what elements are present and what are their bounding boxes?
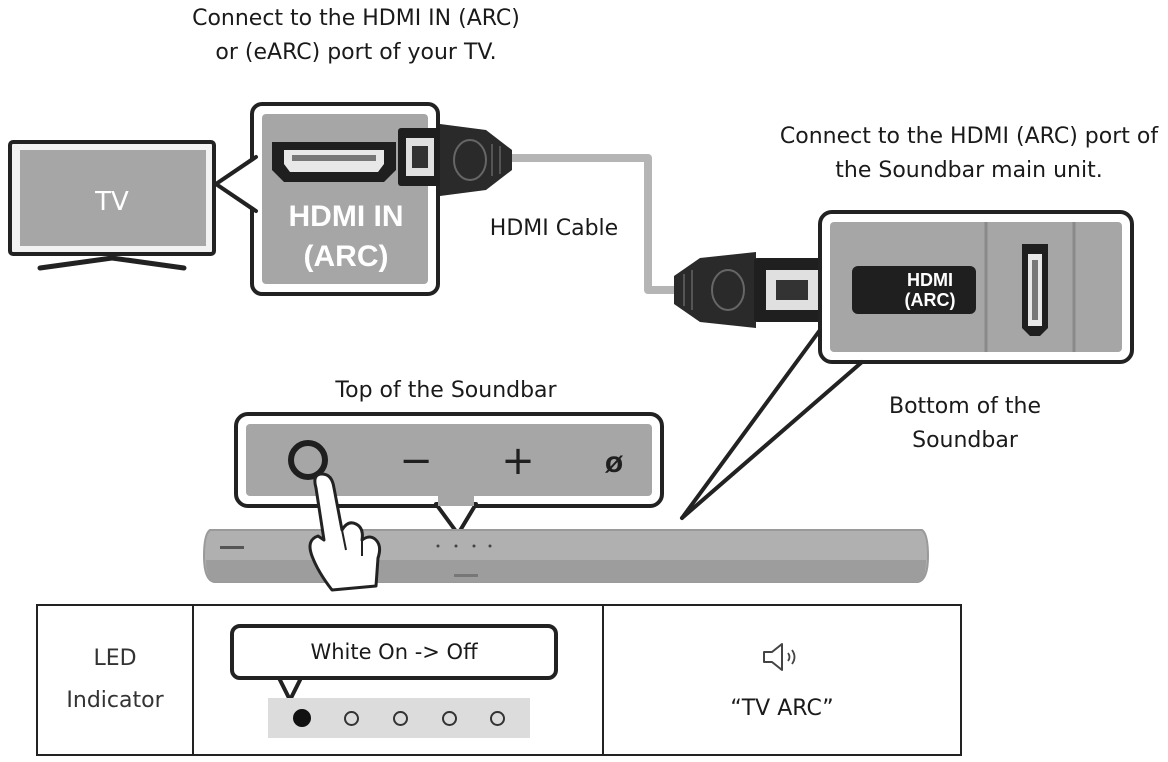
bottom-caption-line2: Soundbar: [912, 428, 1018, 453]
power-button-icon[interactable]: [288, 440, 328, 480]
hdmi-cable-caption: HDMI Cable: [476, 212, 632, 246]
tv-illustration: TV: [8, 140, 216, 271]
tv-port-caption-line1: Connect to the HDMI IN (ARC): [192, 6, 520, 31]
soundbar-port-caption-line1: Connect to the HDMI (ARC) port of: [779, 124, 1159, 149]
hdmi-plug-soundbar-icon: [674, 252, 828, 328]
soundbar-body: [202, 529, 930, 583]
led-indicator-table: LED Indicator White On -> Off “TV ARC”: [36, 604, 962, 756]
led-status-bubble: White On -> Off: [230, 624, 558, 680]
hand-pointer-icon: [308, 472, 382, 592]
bottom-pointer-line: [680, 360, 864, 520]
top-of-soundbar-caption-text: Top of the Soundbar: [335, 378, 557, 403]
led-indicator-label-cell: LED Indicator: [38, 606, 194, 754]
tv-port-caption-line2: or (eARC) port of your TV.: [215, 40, 497, 65]
mic-mute-button[interactable]: ø: [605, 446, 624, 479]
led-label-line2: Indicator: [66, 688, 164, 713]
top-of-soundbar-caption: Top of the Soundbar: [300, 374, 592, 408]
voice-guide-cell: “TV ARC”: [604, 606, 960, 754]
hdmi-port-icon: [272, 142, 396, 182]
soundbar-port-label-line1: HDMI: [907, 270, 953, 290]
tv-port-label-line1: HDMI IN: [289, 200, 404, 233]
hdmi-plug-tv-icon: [398, 124, 512, 196]
led-status-cell: White On -> Off: [194, 606, 604, 754]
led-dot-off: [344, 710, 360, 726]
bottom-caption-line1: Bottom of the: [889, 394, 1041, 419]
soundbar-port-label-line2: (ARC): [905, 290, 956, 310]
tv-port-caption: Connect to the HDMI IN (ARC) or (eARC) p…: [186, 2, 526, 70]
volume-up-button[interactable]: +: [501, 438, 535, 484]
speaker-icon: [763, 642, 796, 671]
led-label-line1: LED: [93, 646, 137, 671]
led-dot-off: [490, 710, 506, 726]
bottom-of-soundbar-caption: Bottom of the Soundbar: [862, 390, 1068, 458]
voice-guide-text: “TV ARC”: [730, 695, 834, 721]
led-dot-off: [392, 710, 408, 726]
soundbar-port-callout: HDMI (ARC): [818, 210, 1134, 364]
hdmi-cable-caption-text: HDMI Cable: [489, 216, 619, 241]
led-dot-off: [441, 710, 457, 726]
bottom-pointer-line: [680, 328, 822, 520]
tv-port-label-line2: (ARC): [304, 240, 389, 273]
tv-label: TV: [94, 187, 129, 217]
hdmi-port-vertical-icon: [1022, 244, 1048, 336]
led-status-text: White On -> Off: [310, 640, 478, 664]
led-strip: [268, 698, 530, 738]
led-dot-on: [292, 709, 311, 727]
volume-down-button[interactable]: −: [399, 438, 433, 484]
soundbar-port-caption: Connect to the HDMI (ARC) port of the So…: [770, 120, 1168, 188]
tv-port-callout: HDMI IN (ARC): [214, 102, 440, 296]
soundbar-port-caption-line2: the Soundbar main unit.: [835, 158, 1103, 183]
top-button-panel: − + ø: [234, 412, 664, 536]
